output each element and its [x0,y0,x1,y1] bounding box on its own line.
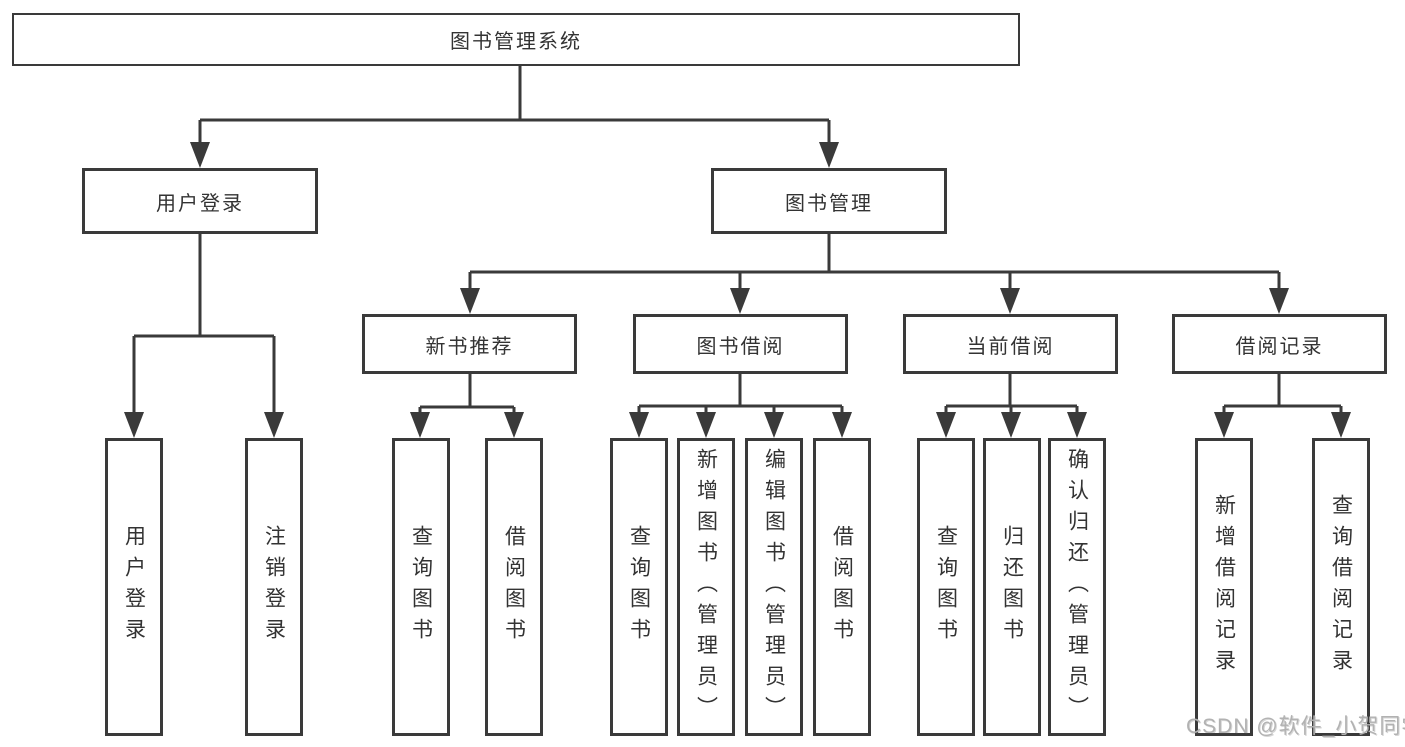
node-book-borrow-label: 图书借阅 [696,335,785,358]
node-new-book-rec: 新书推荐 [362,314,577,374]
node-book-mgmt: 图书管理 [711,168,947,234]
arrowhead-icon [124,412,144,438]
node-user-login-label: 用户登录 [156,192,244,215]
node-borrow-record: 借阅记录 [1172,314,1387,374]
node-borrow-record-label: 借阅记录 [1235,335,1324,358]
leaf-logout-label: 注销登录 [262,525,286,649]
leaf-borrow-book-1-label: 借阅图书 [502,525,526,649]
node-user-login: 用户登录 [82,168,318,234]
leaf-query-book-1: 查询图书 [392,438,450,736]
node-book-mgmt-label: 图书管理 [785,192,873,215]
arrowhead-icon [832,412,852,438]
connector-current-borrow-children [936,374,1087,438]
arrowhead-icon [1214,412,1234,438]
leaf-add-book-admin-label: 新增图书（管理员） [694,447,718,727]
connector-book-borrow-children [629,374,852,438]
arrowhead-icon [1067,412,1087,438]
leaf-query-book-1-label: 查询图书 [409,525,433,649]
watermark: CSDN @软件_小贺同学 [1186,715,1405,738]
arrowhead-icon [504,412,524,438]
arrowhead-icon [1331,412,1351,438]
leaf-user-login-label: 用户登录 [122,525,146,649]
arrowhead-icon [1001,412,1021,438]
node-book-borrow: 图书借阅 [633,314,848,374]
leaf-query-book-3-label: 查询图书 [934,525,958,649]
leaf-edit-book-admin: 编辑图书（管理员） [745,438,803,736]
leaf-confirm-return-admin: 确认归还（管理员） [1048,438,1106,736]
arrowhead-icon [819,142,839,168]
node-root-label: 图书管理系统 [450,31,582,53]
arrowhead-icon [1000,288,1020,314]
leaf-query-borrow-record: 查询借阅记录 [1312,438,1370,736]
leaf-edit-book-admin-label: 编辑图书（管理员） [762,447,786,727]
arrowhead-icon [460,288,480,314]
node-root: 图书管理系统 [12,13,1020,66]
arrowhead-icon [264,412,284,438]
arrowhead-icon [1269,288,1289,314]
leaf-borrow-book-1: 借阅图书 [485,438,543,736]
leaf-query-book-3: 查询图书 [917,438,975,736]
leaf-return-book-label: 归还图书 [1000,525,1024,649]
node-new-book-rec-label: 新书推荐 [425,335,514,358]
connector-user-login-children [124,234,284,438]
leaf-borrow-book-2-label: 借阅图书 [830,525,854,649]
leaf-borrow-book-2: 借阅图书 [813,438,871,736]
leaf-add-borrow-record-label: 新增借阅记录 [1212,494,1236,680]
connector-root-to-level2 [190,66,839,168]
arrowhead-icon [629,412,649,438]
connector-book-mgmt-children [460,234,1289,314]
arrowhead-icon [696,412,716,438]
leaf-add-book-admin: 新增图书（管理员） [677,438,735,736]
arrowhead-icon [936,412,956,438]
arrowhead-icon [730,288,750,314]
leaf-user-login: 用户登录 [105,438,163,736]
connector-borrow-record-children [1214,374,1351,438]
arrowhead-icon [410,412,430,438]
leaf-return-book: 归还图书 [983,438,1041,736]
leaf-query-book-2: 查询图书 [610,438,668,736]
arrowhead-icon [764,412,784,438]
leaf-logout: 注销登录 [245,438,303,736]
arrowhead-icon [190,142,210,168]
leaf-confirm-return-admin-label: 确认归还（管理员） [1065,447,1089,727]
connector-new-book-rec-children [410,374,524,438]
leaf-add-borrow-record: 新增借阅记录 [1195,438,1253,736]
leaf-query-book-2-label: 查询图书 [627,525,651,649]
leaf-query-borrow-record-label: 查询借阅记录 [1329,494,1353,680]
node-current-borrow-label: 当前借阅 [966,335,1055,358]
node-current-borrow: 当前借阅 [903,314,1118,374]
